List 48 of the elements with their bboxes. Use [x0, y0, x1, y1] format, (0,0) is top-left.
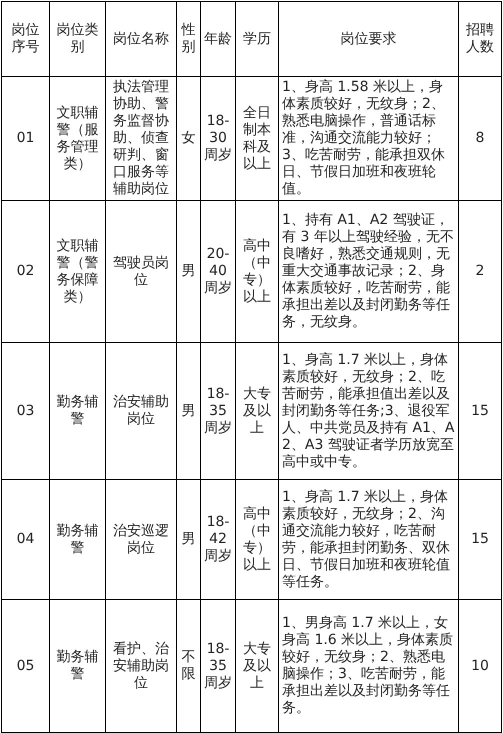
table-cell: 大专及以上	[236, 600, 278, 732]
table-cell: 10	[458, 600, 502, 732]
requirement-cell: 1、持有 A1、A2 驾驶证，有 3 年以上驾驶经验，无不良嗜好，熟悉交通规则，无重大交通事故记录；2、身体素质较好，吃苦耐劳，能承担出差以及封闭勤务等任务，无纹身。	[278, 200, 458, 342]
table-cell: 高中（中专）以上	[236, 200, 278, 342]
table-cell: 8	[458, 76, 502, 200]
column-header: 性别	[176, 2, 200, 76]
column-header: 岗位名称	[106, 2, 176, 76]
requirement-cell: 1、身高 1.58 米以上，身体素质较好，无纹身；2、熟悉电脑操作，普通话标准，沟通交流能力较好；3、吃苦耐劳，能承担双休日、节假日加班和夜班轮值。	[278, 76, 458, 200]
table-cell: 18-42周岁	[200, 480, 236, 600]
table-cell: 高中（中专）以上	[236, 480, 278, 600]
requirement-cell: 1、身高 1.7 米以上，身体素质较好，无纹身；2、沟通交流能力较好，吃苦耐劳，能承担封闭勤务、双休日、节假日加班和夜班轮值等任务。	[278, 480, 458, 600]
column-header: 年龄	[200, 2, 236, 76]
table-cell: 04	[2, 480, 50, 600]
table-cell: 治安巡逻岗位	[106, 480, 176, 600]
requirement-cell: 1、男身高 1.7 米以上，女身高 1.6 米以上，身体素质较好，无纹身；2、熟悉电脑操作；3、吃苦耐劳，能承担出差以及封闭勤务等任务。	[278, 600, 458, 732]
table-cell: 男	[176, 200, 200, 342]
table-cell: 01	[2, 76, 50, 200]
table-cell: 女	[176, 76, 200, 200]
table-cell: 18-35周岁	[200, 600, 236, 732]
table-cell: 勤务辅警	[50, 600, 106, 732]
table-cell: 18-35周岁	[200, 342, 236, 480]
table-cell: 不限	[176, 600, 200, 732]
table-cell: 大专及以上	[236, 342, 278, 480]
table-cell: 2	[458, 200, 502, 342]
table-cell: 勤务辅警	[50, 342, 106, 480]
table-cell: 文职辅警（警务保障类）	[50, 200, 106, 342]
table-cell: 18-30周岁	[200, 76, 236, 200]
table-cell: 15	[458, 342, 502, 480]
table-cell: 男	[176, 342, 200, 480]
table-cell: 驾驶员岗位	[106, 200, 176, 342]
table-cell: 勤务辅警	[50, 480, 106, 600]
column-header: 招聘人数	[458, 2, 502, 76]
table-cell: 治安辅助岗位	[106, 342, 176, 480]
table-cell: 02	[2, 200, 50, 342]
table-cell: 执法管理协助、警务监督协助、侦查研判、窗口服务等辅助岗位	[106, 76, 176, 200]
table-cell: 男	[176, 480, 200, 600]
requirement-cell: 1、身高 1.7 米以上，身体素质较好，无纹身；2、吃苦耐劳，能承担值出差以及封闭勤务等任务;3、退役军人、中共党员及持有 A1、A2、A3 驾驶证者学历放宽至高中或中专。	[278, 342, 458, 480]
table-cell: 20-40周岁	[200, 200, 236, 342]
table-cell: 看护、治安辅助岗位	[106, 600, 176, 732]
table-cell: 15	[458, 480, 502, 600]
table-cell: 03	[2, 342, 50, 480]
table-cell: 05	[2, 600, 50, 732]
table-cell: 文职辅警（服务管理类）	[50, 76, 106, 200]
column-header: 岗位要求	[278, 2, 458, 76]
table-cell: 全日制本科及以上	[236, 76, 278, 200]
column-header: 岗位序号	[2, 2, 50, 76]
column-header: 岗位类别	[50, 2, 106, 76]
column-header: 学历	[236, 2, 278, 76]
